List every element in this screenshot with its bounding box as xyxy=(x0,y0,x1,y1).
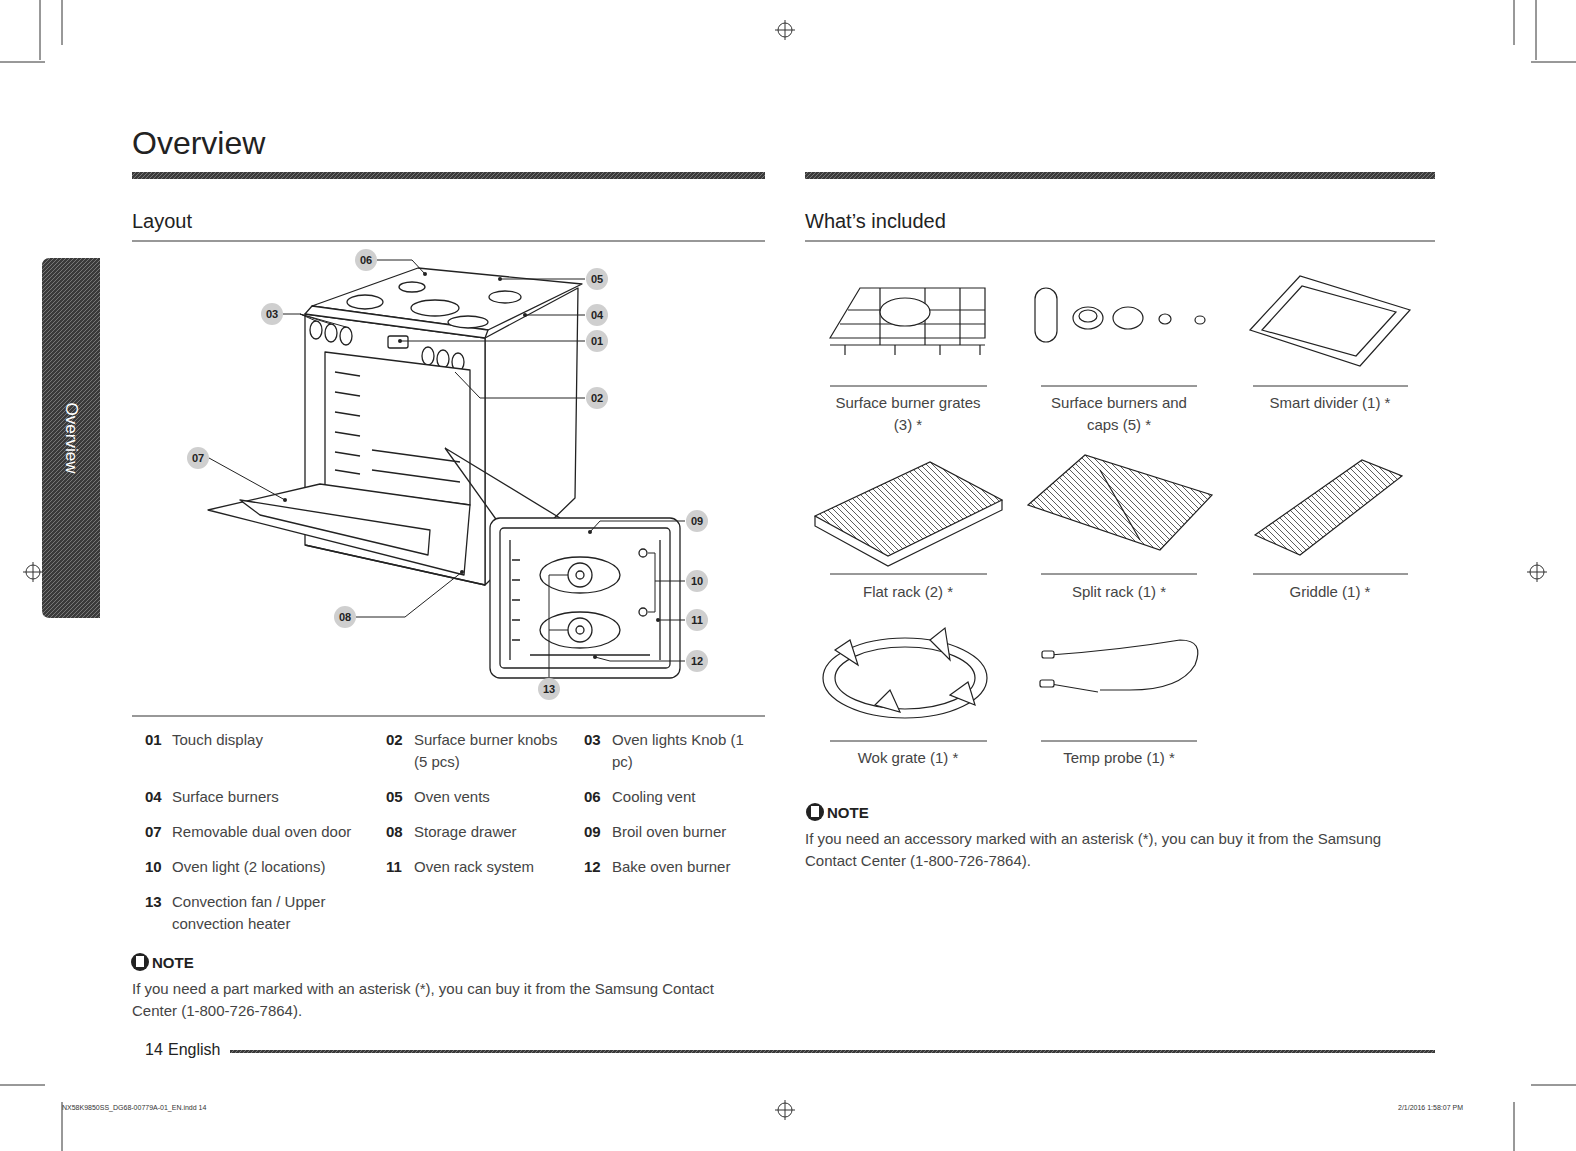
part-name: Convection fan / Upper convection heater xyxy=(172,891,367,935)
part-name: Touch display xyxy=(172,729,263,751)
part-name: Surface burner knobs (5 pcs) xyxy=(414,729,574,773)
note-text: If you need a part marked with an asteri… xyxy=(132,978,752,1022)
callout-number: 11 xyxy=(686,609,708,631)
accessory-caption: Surface burners and caps (5) * xyxy=(1039,392,1199,436)
part-name: Oven lights Knob (1 pc) xyxy=(612,729,762,773)
part-name: Oven rack system xyxy=(414,856,534,878)
part-number: 03 xyxy=(584,729,601,751)
note-text: If you need an accessory marked with an … xyxy=(805,828,1405,872)
part-number: 09 xyxy=(584,821,601,843)
note-heading: NOTE xyxy=(827,802,869,824)
callout-number: 02 xyxy=(586,387,608,409)
accessory-caption: Wok grate (1) * xyxy=(828,747,988,769)
callout-number: 07 xyxy=(187,447,209,469)
part-number: 08 xyxy=(386,821,403,843)
print-footer: 2/1/2016 1:58:07 PM xyxy=(1398,1103,1463,1113)
part-number: 05 xyxy=(386,786,403,808)
side-tab-label: Overview xyxy=(59,403,84,474)
part-number: 01 xyxy=(145,729,162,751)
section-heading: Layout xyxy=(132,207,192,236)
accessory-caption: Griddle (1) * xyxy=(1250,581,1410,603)
print-footer: NX58K9850SS_DG68-00779A-01_EN.indd 14 xyxy=(62,1103,206,1113)
accessory-caption: Surface burner grates (3) * xyxy=(828,392,988,436)
callout-number: 08 xyxy=(334,606,356,628)
part-number: 12 xyxy=(584,856,601,878)
section-heading: What’s included xyxy=(805,207,946,236)
accessory-caption: Smart divider (1) * xyxy=(1250,392,1410,414)
part-name: Bake oven burner xyxy=(612,856,730,878)
part-name: Oven vents xyxy=(414,786,490,808)
page-number: 14 xyxy=(145,1038,163,1061)
callout-number: 06 xyxy=(355,249,377,271)
callout-number: 09 xyxy=(686,510,708,532)
callout-number: 03 xyxy=(261,303,283,325)
part-number: 06 xyxy=(584,786,601,808)
part-name: Cooling vent xyxy=(612,786,695,808)
note-heading: NOTE xyxy=(152,952,194,974)
accessory-caption: Temp probe (1) * xyxy=(1039,747,1199,769)
part-number: 04 xyxy=(145,786,162,808)
part-name: Removable dual oven door xyxy=(172,821,351,843)
part-number: 13 xyxy=(145,891,162,913)
callout-number: 04 xyxy=(586,304,608,326)
part-number: 10 xyxy=(145,856,162,878)
callout-number: 05 xyxy=(586,268,608,290)
callout-number: 12 xyxy=(686,650,708,672)
part-number: 02 xyxy=(386,729,403,751)
accessory-caption: Split rack (1) * xyxy=(1039,581,1199,603)
callout-number: 01 xyxy=(586,330,608,352)
part-name: Oven light (2 locations) xyxy=(172,856,325,878)
part-number: 11 xyxy=(386,856,402,878)
callout-number: 10 xyxy=(686,570,708,592)
accessory-caption: Flat rack (2) * xyxy=(828,581,988,603)
page-title: Overview xyxy=(132,120,265,166)
part-name: Broil oven burner xyxy=(612,821,726,843)
part-name: Surface burners xyxy=(172,786,279,808)
page-language: English xyxy=(168,1038,220,1061)
callout-number: 13 xyxy=(538,678,560,700)
part-number: 07 xyxy=(145,821,162,843)
part-name: Storage drawer xyxy=(414,821,517,843)
